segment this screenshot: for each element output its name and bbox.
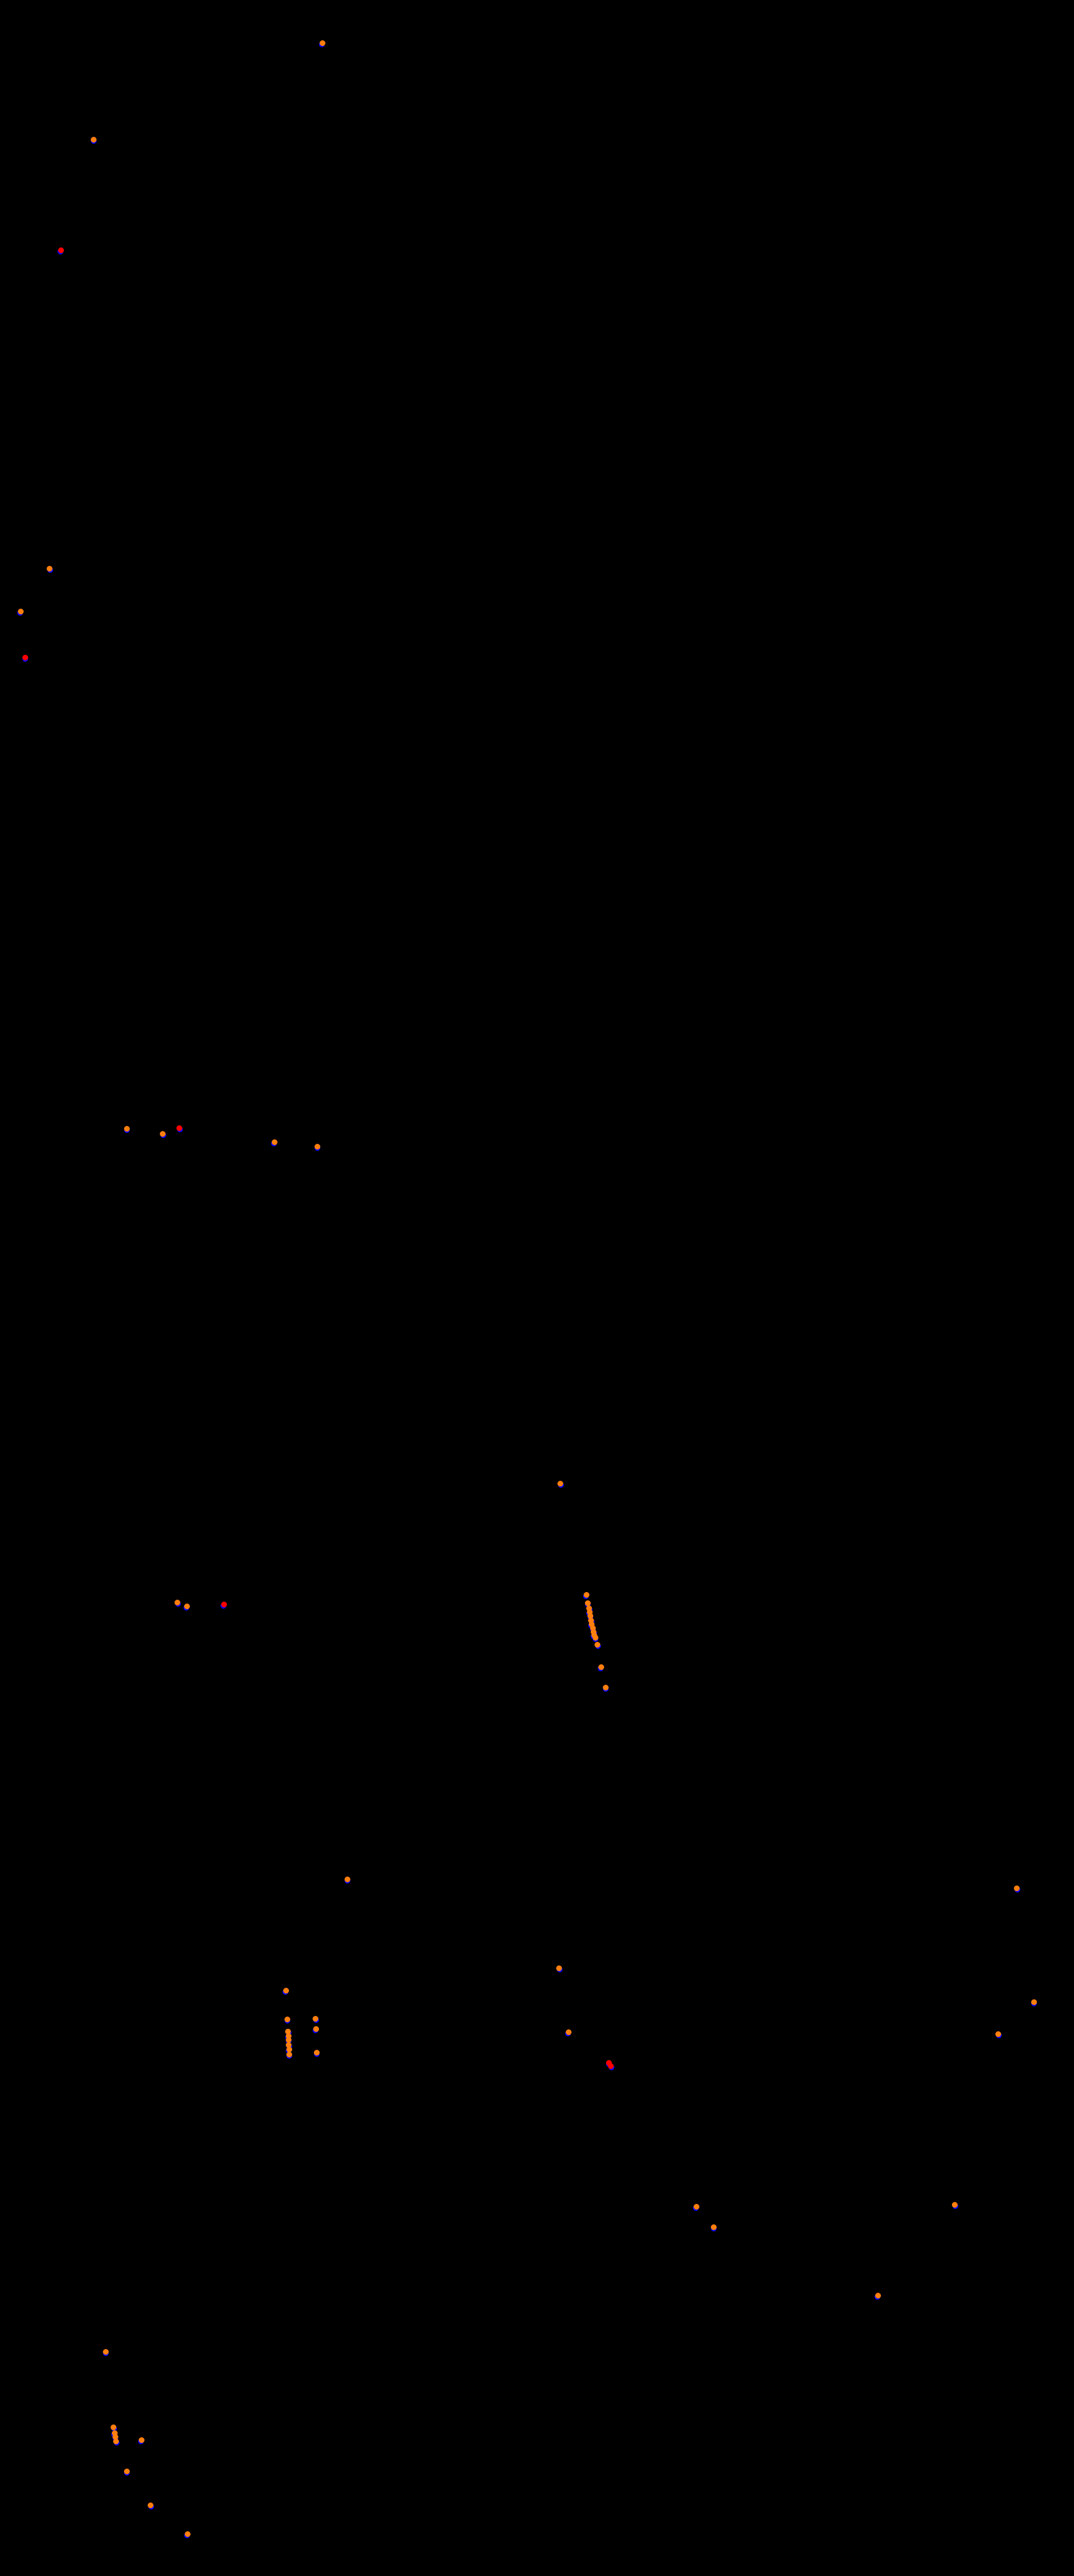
point-marker — [557, 1481, 563, 1487]
point-marker — [556, 1965, 562, 1971]
point-marker — [184, 1604, 190, 1609]
point-marker — [590, 1625, 596, 1631]
point-marker — [18, 609, 24, 614]
point-marker — [585, 1600, 591, 1606]
point-marker — [124, 2469, 130, 2474]
point-marker — [606, 2060, 612, 2066]
point-marker — [589, 1621, 595, 1627]
point-marker — [113, 2434, 118, 2440]
point-marker — [566, 2029, 572, 2035]
point-marker — [284, 2017, 290, 2022]
point-marker — [286, 2037, 292, 2043]
point-marker — [185, 2531, 191, 2537]
point-marker — [58, 247, 64, 253]
point-marker — [313, 2016, 318, 2022]
point-marker — [345, 1877, 350, 1882]
point-marker — [286, 2047, 292, 2052]
point-marker — [286, 2042, 292, 2048]
point-marker — [598, 1664, 604, 1670]
point-marker — [595, 1642, 600, 1648]
point-marker — [603, 1685, 609, 1690]
point-marker — [711, 2224, 717, 2230]
point-marker — [221, 1602, 227, 1607]
point-marker — [272, 1139, 277, 1145]
point-marker — [286, 2033, 292, 2039]
point-marker — [593, 1635, 598, 1641]
point-marker — [103, 2349, 109, 2355]
point-marker — [283, 1988, 289, 1994]
point-marker — [694, 2204, 699, 2210]
point-marker — [113, 2439, 119, 2444]
point-marker — [313, 2026, 319, 2032]
point-marker — [148, 2502, 153, 2508]
point-marker — [175, 1600, 180, 1605]
point-marker — [176, 1125, 182, 1131]
point-marker — [1014, 1885, 1020, 1891]
point-marker — [139, 2437, 144, 2443]
point-marker — [111, 2424, 116, 2430]
point-marker — [285, 2029, 291, 2034]
point-marker — [586, 1605, 592, 1611]
point-marker — [91, 137, 97, 143]
point-marker — [587, 1609, 593, 1615]
point-marker — [22, 655, 28, 660]
point-marker — [608, 2063, 614, 2069]
point-marker — [320, 40, 325, 46]
point-marker — [47, 566, 52, 572]
point-marker — [314, 2050, 320, 2056]
point-marker — [286, 2052, 292, 2057]
point-marker — [995, 2031, 1001, 2037]
point-marker — [584, 1592, 589, 1598]
point-marker — [315, 1144, 320, 1150]
point-marker — [124, 1126, 130, 1132]
point-marker — [875, 2293, 881, 2299]
point-marker — [588, 1613, 593, 1619]
point-marker — [952, 2202, 958, 2208]
point-marker — [588, 1618, 594, 1623]
point-marker — [112, 2430, 118, 2436]
point-marker — [1031, 1999, 1037, 2005]
point-marker — [160, 1131, 166, 1137]
point-marker — [591, 1629, 596, 1635]
